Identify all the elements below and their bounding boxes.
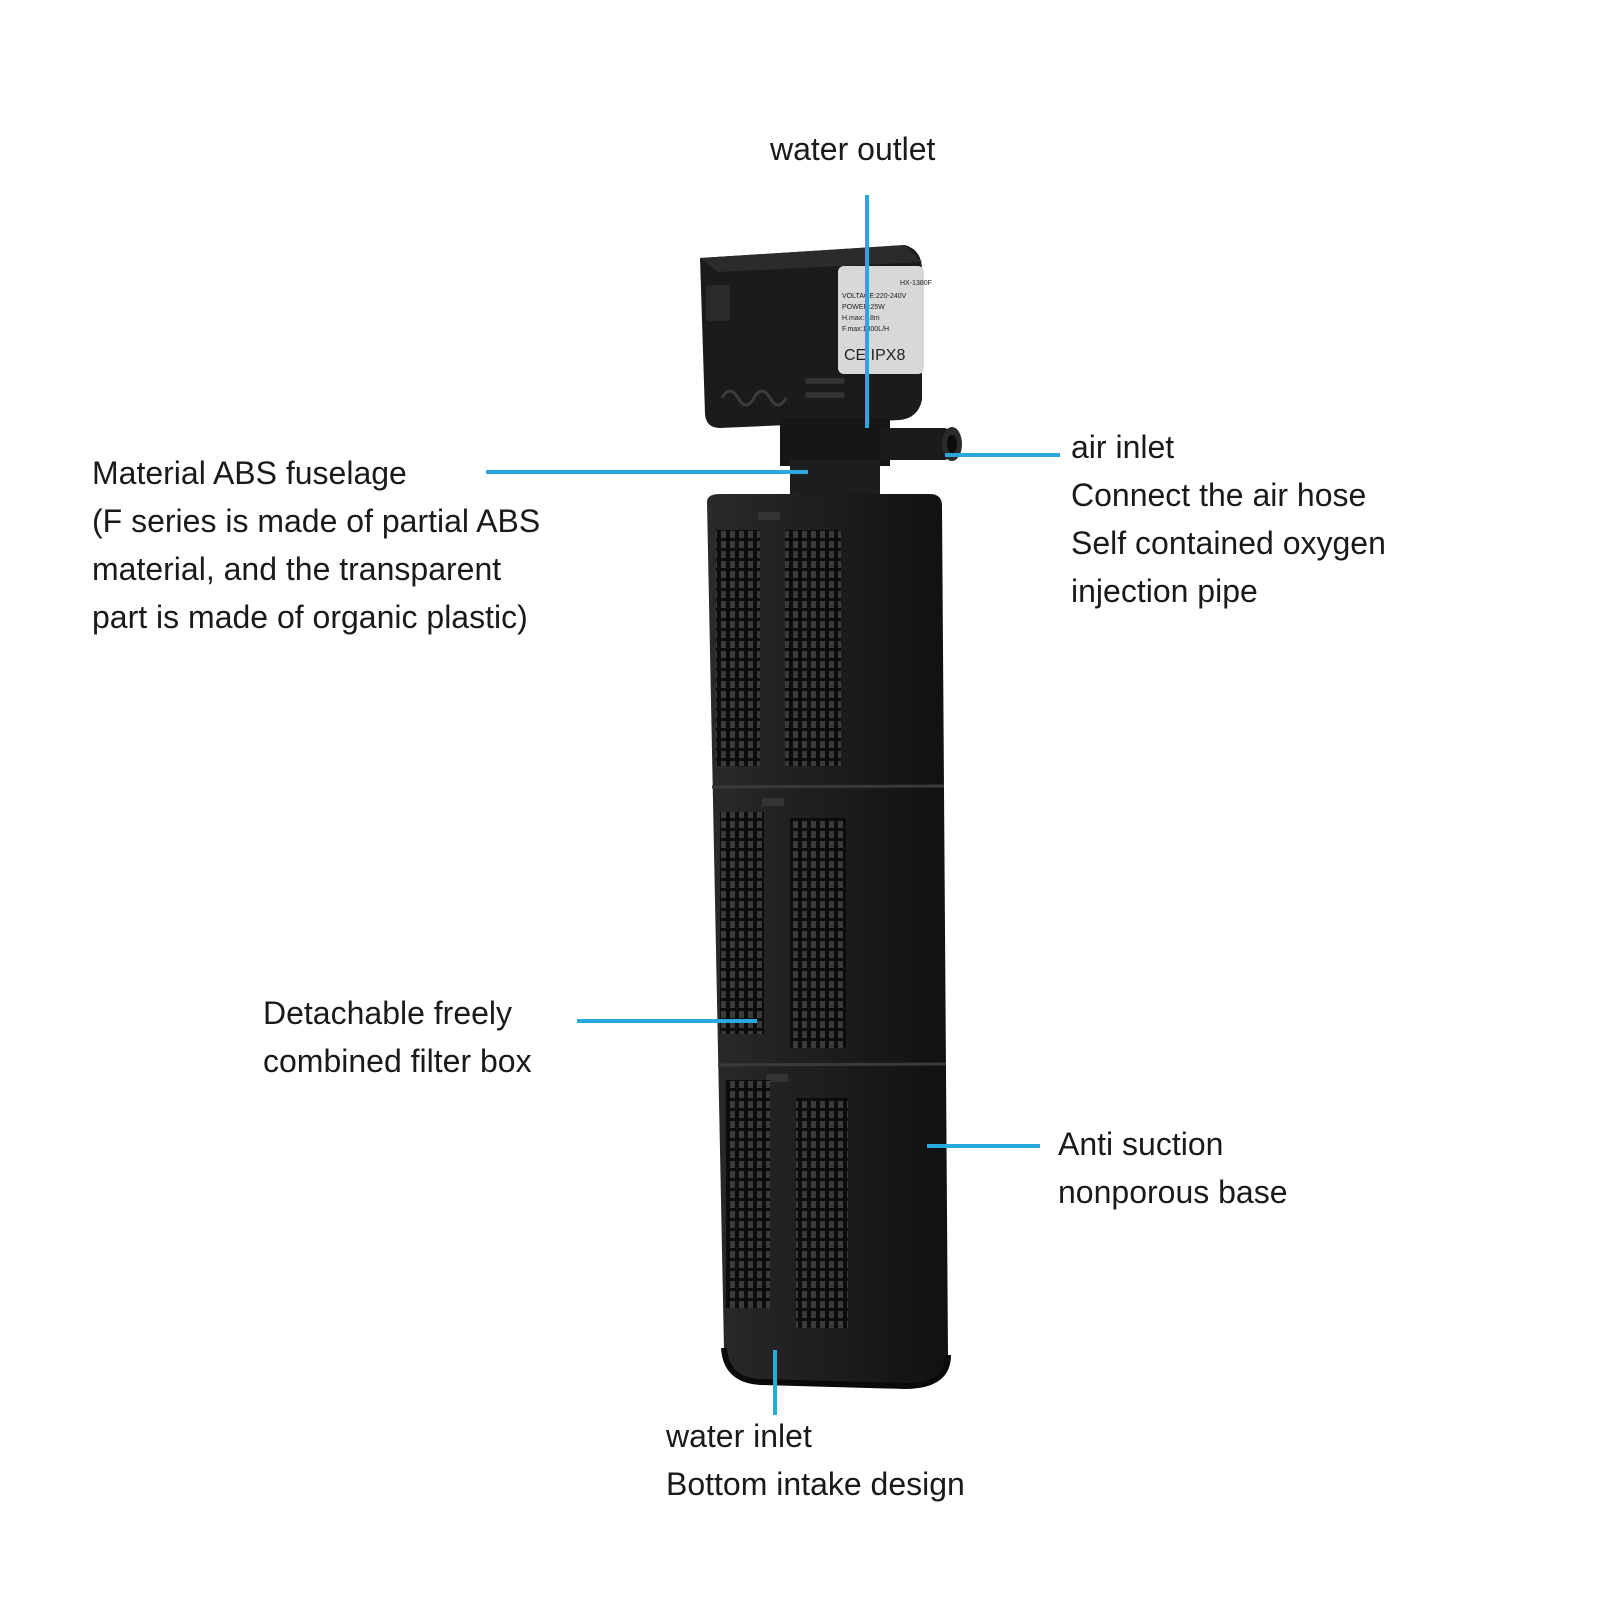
callout-line: material, and the transparent (92, 551, 502, 587)
label-marks: CE IPX8 (844, 347, 905, 364)
callout-water-outlet: water outlet (770, 125, 935, 173)
callout-line: water inlet (666, 1418, 812, 1454)
callout-air-inlet: air inlet Connect the air hose Self cont… (1071, 423, 1386, 615)
leader-water-outlet (865, 195, 869, 428)
callout-base: Anti suction nonporous base (1058, 1120, 1288, 1216)
motor-head: HX-1380F VOLTAGE:220-240V POWER:25W H.ma… (700, 245, 932, 428)
filter-column (707, 494, 951, 1390)
callout-line: Anti suction (1058, 1126, 1224, 1162)
label-voltage: VOLTAGE:220-240V (842, 293, 907, 300)
callout-material: Material ABS fuselage (F series is made … (92, 449, 540, 641)
callout-line: (F series is made of partial ABS (92, 503, 541, 539)
callout-filter-box: Detachable freely combined filter box (263, 989, 532, 1085)
leader-base (927, 1144, 1040, 1148)
leader-material (486, 470, 808, 474)
callout-line: water outlet (770, 131, 936, 167)
callout-line: nonporous base (1058, 1174, 1288, 1210)
leader-water-inlet (773, 1350, 777, 1415)
callout-water-inlet: water inlet Bottom intake design (666, 1412, 965, 1508)
label-model: HX-1380F (900, 280, 932, 287)
leader-filter-box (577, 1019, 757, 1023)
pump-neck (780, 418, 962, 500)
callout-line: part is made of organic plastic) (92, 599, 528, 635)
callout-line: Detachable freely (263, 995, 513, 1031)
spec-label: HX-1380F VOLTAGE:220-240V POWER:25W H.ma… (838, 266, 932, 374)
label-power: POWER:25W (842, 304, 885, 311)
callout-line: Bottom intake design (666, 1466, 965, 1502)
label-hmax: H.max:1.8m (842, 315, 880, 322)
leader-air-inlet (945, 453, 1060, 457)
callout-line: Material ABS fuselage (92, 455, 407, 491)
callout-line: air inlet (1071, 429, 1175, 465)
callout-line: combined filter box (263, 1043, 532, 1079)
callout-line: injection pipe (1071, 573, 1258, 609)
callout-line: Self contained oxygen (1071, 525, 1386, 561)
callout-line: Connect the air hose (1071, 477, 1367, 513)
